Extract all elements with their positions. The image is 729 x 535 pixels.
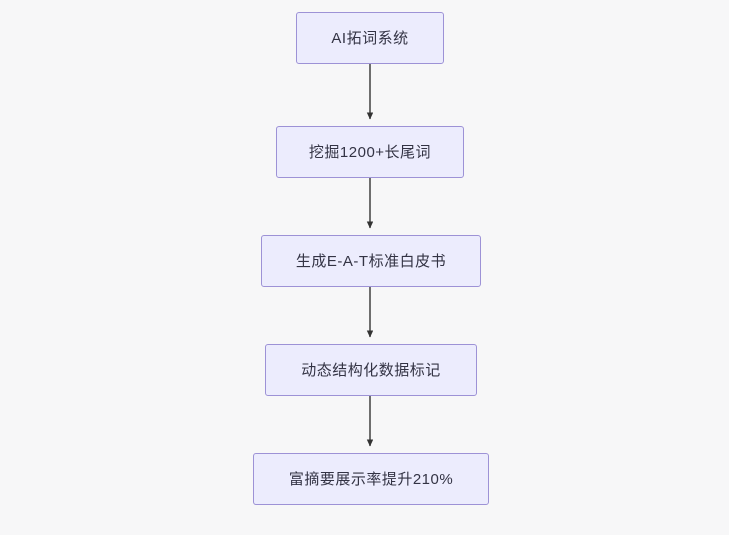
flow-node-longtail-keywords[interactable]: 挖掘1200+长尾词 [276,126,464,178]
flow-node-label: 挖掘1200+长尾词 [308,143,432,161]
flow-node-label: 生成E-A-T标准白皮书 [295,252,447,270]
flow-node-label: 富摘要展示率提升210% [288,470,454,488]
flow-node-structured-data-markup[interactable]: 动态结构化数据标记 [265,344,477,396]
flow-node-ai-keyword-system[interactable]: AI拓词系统 [296,12,444,64]
flow-node-eat-whitepaper[interactable]: 生成E-A-T标准白皮书 [261,235,481,287]
flow-node-label: AI拓词系统 [331,29,409,47]
flow-node-rich-snippet-growth[interactable]: 富摘要展示率提升210% [253,453,489,505]
flow-node-label: 动态结构化数据标记 [301,361,441,379]
